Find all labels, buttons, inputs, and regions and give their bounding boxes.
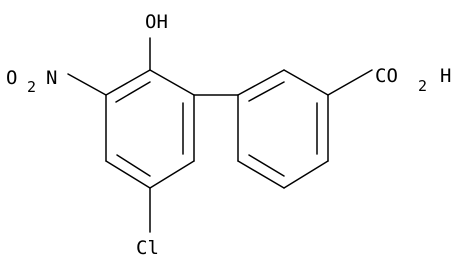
carboxyl-subscript: 2 xyxy=(418,77,427,95)
carboxyl-label: CO 2 H xyxy=(375,65,451,95)
nitro-subscript: 2 xyxy=(27,78,36,96)
bond xyxy=(237,160,285,189)
hydroxyl-label: OH xyxy=(145,11,168,33)
left-benzene-ring xyxy=(105,69,195,189)
aromatic-inner-bond xyxy=(248,81,285,102)
bond xyxy=(149,69,195,96)
carboxyl-h-text: H xyxy=(440,65,451,87)
chloro-text: Cl xyxy=(136,237,159,259)
carboxyl-co-text: CO xyxy=(375,65,398,87)
bond xyxy=(283,69,329,96)
nitro-bond xyxy=(67,73,107,96)
bond xyxy=(105,69,151,96)
aromatic-inner-bond xyxy=(248,154,285,177)
nitro-n-text: N xyxy=(46,67,57,89)
nitro-label: O 2 N xyxy=(6,67,57,96)
hydroxyl-text: OH xyxy=(145,11,168,33)
aromatic-inner-bond xyxy=(115,81,151,103)
nitro-o-text: O xyxy=(6,67,17,89)
bond xyxy=(149,160,195,189)
aromatic-inner-bond xyxy=(116,154,151,177)
carboxyl-bond xyxy=(327,69,373,96)
bond xyxy=(105,160,151,189)
chloro-label: Cl xyxy=(136,237,159,259)
right-benzene-ring xyxy=(237,69,329,189)
bond xyxy=(283,160,329,189)
bond xyxy=(237,69,285,96)
